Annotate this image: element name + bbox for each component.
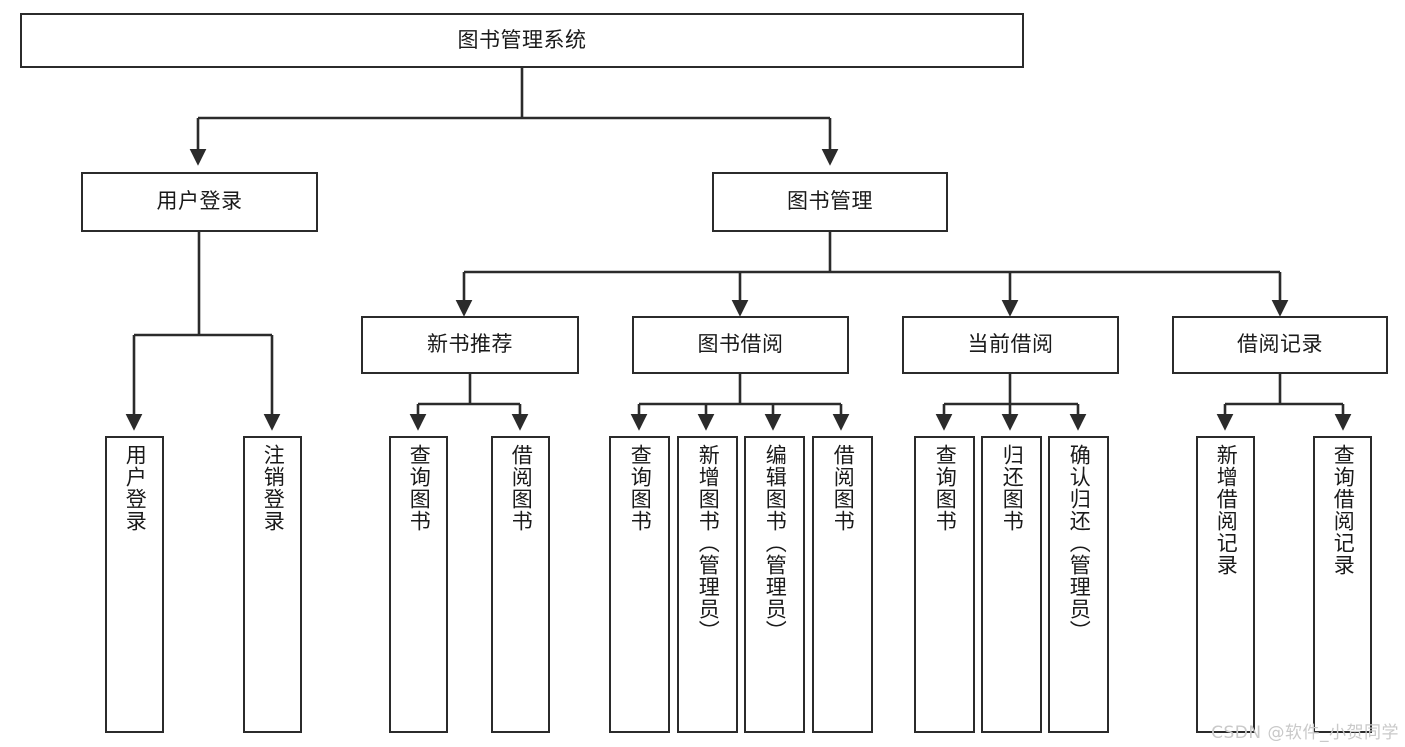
- node-book-borrow-label: 图书借阅: [697, 332, 784, 357]
- leaf-add-book-label: 新增图书（管理员）: [696, 444, 721, 642]
- csdn-watermark: CSDN @软件_小贺同学: [1211, 723, 1399, 743]
- node-borrow-record[interactable]: 借阅记录: [1172, 316, 1388, 374]
- node-root-label: 图书管理系统: [457, 27, 587, 52]
- leaf-edit-book-label: 编辑图书（管理员）: [763, 444, 788, 642]
- node-book-borrow[interactable]: 图书借阅: [632, 316, 849, 374]
- node-root[interactable]: 图书管理系统: [20, 13, 1024, 68]
- node-user-login[interactable]: 用户登录: [81, 172, 318, 232]
- leaf-borrow-book-1[interactable]: 借阅图书: [491, 436, 550, 733]
- leaf-query-record[interactable]: 查询借阅记录: [1313, 436, 1372, 733]
- leaf-query-record-label: 查询借阅记录: [1331, 444, 1356, 576]
- leaf-return-book[interactable]: 归还图书: [981, 436, 1042, 733]
- node-current-borrow[interactable]: 当前借阅: [902, 316, 1119, 374]
- leaf-query-book-1-label: 查询图书: [407, 444, 432, 532]
- leaf-query-book-2-label: 查询图书: [628, 444, 653, 532]
- leaf-add-record-label: 新增借阅记录: [1214, 444, 1239, 576]
- leaf-query-book-1[interactable]: 查询图书: [389, 436, 448, 733]
- leaf-confirm-return[interactable]: 确认归还（管理员）: [1048, 436, 1109, 733]
- leaf-confirm-return-label: 确认归还（管理员）: [1067, 444, 1092, 642]
- leaf-query-book-3[interactable]: 查询图书: [914, 436, 975, 733]
- leaf-query-book-3-label: 查询图书: [933, 444, 958, 532]
- leaf-borrow-book-1-label: 借阅图书: [509, 444, 534, 532]
- leaf-borrow-book-2-label: 借阅图书: [831, 444, 856, 532]
- leaf-edit-book[interactable]: 编辑图书（管理员）: [744, 436, 805, 733]
- leaf-user-login-label: 用户登录: [123, 444, 148, 532]
- leaf-logout-label: 注销登录: [261, 444, 286, 532]
- leaf-query-book-2[interactable]: 查询图书: [609, 436, 670, 733]
- leaf-add-book[interactable]: 新增图书（管理员）: [677, 436, 738, 733]
- node-borrow-record-label: 借阅记录: [1237, 332, 1323, 357]
- leaf-borrow-book-2[interactable]: 借阅图书: [812, 436, 873, 733]
- node-new-book-rec[interactable]: 新书推荐: [361, 316, 579, 374]
- leaf-user-login[interactable]: 用户登录: [105, 436, 164, 733]
- node-book-manage[interactable]: 图书管理: [712, 172, 948, 232]
- node-current-borrow-label: 当前借阅: [967, 332, 1054, 357]
- node-book-manage-label: 图书管理: [787, 189, 873, 214]
- node-user-login-label: 用户登录: [156, 189, 243, 214]
- leaf-add-record[interactable]: 新增借阅记录: [1196, 436, 1255, 733]
- node-new-book-rec-label: 新书推荐: [427, 332, 513, 357]
- leaf-return-book-label: 归还图书: [1000, 444, 1025, 532]
- leaf-logout[interactable]: 注销登录: [243, 436, 302, 733]
